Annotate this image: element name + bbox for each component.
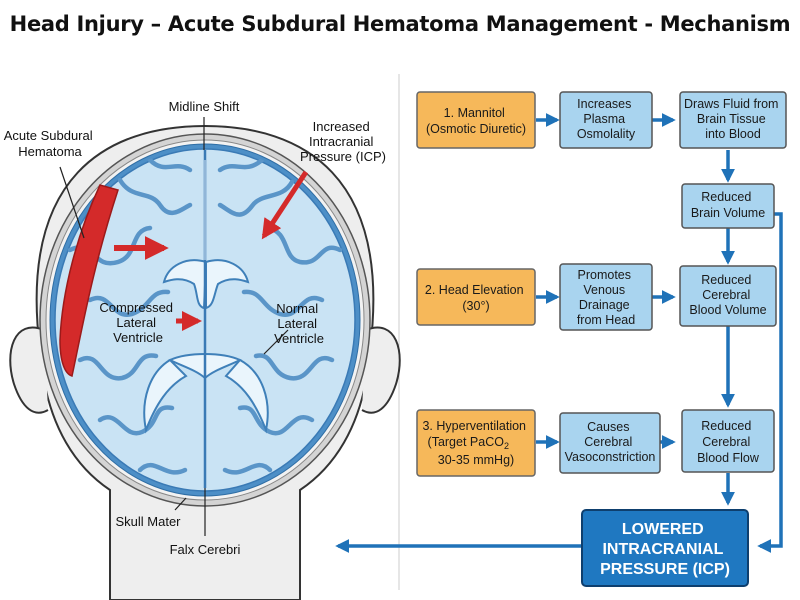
arrow-brainvolume-result	[757, 212, 783, 553]
effect-text-blood-flow: Reduced Cerebral Blood Flow	[697, 419, 760, 465]
leader-skull	[174, 497, 187, 511]
subdural-hematoma	[59, 184, 119, 377]
mechanism-text-venous-drainage: Promotes Venous Drainage from Head	[577, 268, 635, 327]
mechanism-text-osmolality: Increases Plasma Osmolality	[577, 97, 636, 141]
label-skull: Skull Mater	[115, 514, 181, 529]
result-box	[581, 509, 749, 587]
mechanism-box-venous-drainage	[559, 263, 653, 331]
head-illustration: Midline Shift Acute Subdural Hematoma In…	[4, 99, 401, 600]
label-normal-ventricle: Normal Lateral Ventricle	[274, 301, 324, 346]
treatment-text-mannitol: 1. Mannitol (Osmotic Diuretic)	[426, 106, 526, 136]
treatment-box-head-elevation	[416, 268, 536, 326]
label-falx: Falx Cerebri	[170, 542, 241, 557]
label-midline-shift: Midline Shift	[169, 99, 240, 114]
icp-arrow	[261, 170, 309, 240]
result-text: LOWERED INTRACRANIAL PRESSURE (ICP)	[600, 521, 730, 578]
effect-box-blood-volume	[679, 265, 777, 327]
label-icp: Increased Intracranial Pressure (ICP)	[300, 119, 386, 164]
effect-text-brain-volume: Reduced Brain Volume	[691, 190, 765, 220]
treatment-box-mannitol	[416, 91, 536, 149]
mechanism-box-draws-fluid	[679, 91, 787, 149]
page-title: Head Injury – Acute Subdural Hematoma Ma…	[9, 12, 791, 36]
mechanism-text-vasoconstriction: Causes Cerebral Vasoconstriction	[565, 420, 656, 464]
mechanism-box-vasoconstriction	[559, 412, 661, 474]
right-ear	[361, 326, 401, 414]
mechanism-text-draws-fluid: Draws Fluid from Brain Tissue into Blood	[684, 97, 782, 141]
leader-hematoma	[59, 166, 85, 239]
treatment-text-hyperventilation: 3. Hyperventilation (Target PaCO2 30-35 …	[422, 419, 529, 467]
treatment-text-head-elevation: 2. Head Elevation (30°)	[425, 283, 527, 313]
effect-box-brain-volume	[681, 183, 775, 229]
label-hematoma: Acute Subdural Hematoma	[4, 128, 97, 159]
mechanism-box-osmolality	[559, 91, 653, 149]
label-compressed-ventricle: Compressed Lateral Ventricle	[99, 300, 176, 345]
leader-normal-ventricle	[263, 329, 289, 355]
brain-folds	[67, 157, 343, 475]
left-ear	[9, 326, 49, 414]
effect-text-blood-volume: Reduced Cerebral Blood Volume	[689, 273, 766, 317]
flowchart: 1. Mannitol (Osmotic Diuretic) 2. Head E…	[335, 91, 787, 587]
treatment-box-hyperventilation	[416, 409, 536, 477]
effect-box-blood-flow	[681, 409, 775, 473]
